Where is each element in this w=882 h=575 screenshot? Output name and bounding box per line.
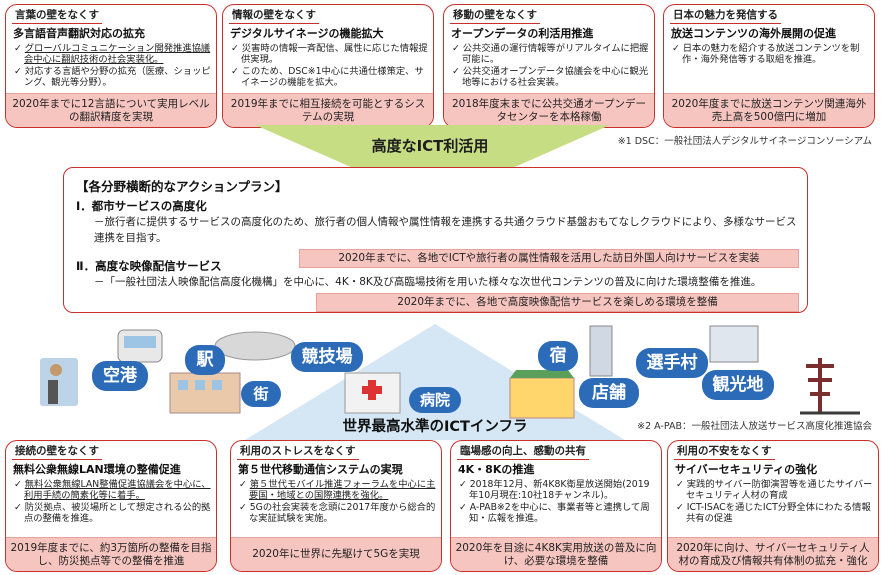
wall-stress: 利用のストレスをなくす 第５世代移動通信システムの実現 第５世代モバイル推進フォ… [230,440,442,572]
wall-goal: 2020年度までに放送コンテンツ関連海外売上高を500億円に増加 [664,93,874,127]
infra-label: 世界最高水準のICTインフラ [342,419,528,435]
wall-title: 4K・8Kの推進 [458,463,535,476]
pagoda-icon [806,358,834,413]
wall-items: 日本の魅力を紹介する放送コンテンツを制作・海外発信等する取組を推進。 [672,43,870,66]
village-icon [709,325,759,363]
shop-icon [509,377,575,419]
wall-item: 実践的サイバー防御演習等を通じたサイバーセキュリティ人材の育成 [676,479,874,502]
wall-item: 災害時の情報一斉配信、属性に応じた情報提供実現。 [231,43,429,66]
wall-goal: 2020年を目途に4K8K実用放送の普及に向け、必要な環境を整備 [451,537,661,571]
hotel-icon [589,325,613,377]
wall-tag: 日本の魅力を発信する [670,9,781,24]
place-sightseeing: 観光地 [702,370,774,400]
wall-security: 利用の不安をなくす サイバーセキュリティの強化 実践的サイバー防御演習等を通じた… [667,440,879,572]
wall-tag: 利用のストレスをなくす [237,445,359,460]
wall-item: 公共交通オープンデータ協議会を中心に観光地等における社会実装。 [452,66,650,89]
wall-information: 情報の壁をなくす デジタルサイネージの機能拡大 災害時の情報一斉配信、属性に応じ… [222,4,434,128]
wall-title: オープンデータの利活用推進 [451,27,594,40]
action-plan-title: 【各分野横断的なアクションプラン】 [76,179,288,194]
section-title-urban: Ⅰ．都市サービスの高度化 [76,199,207,213]
section-title-video: Ⅱ．高度な映像配信サービス [76,259,222,273]
section-desc-video: －「一般社団法人映像配信高度化機構」を中心に、4K・8K及び高臨場技術を用いた様… [94,276,762,288]
place-airport: 空港 [92,361,148,391]
wall-tag: 接続の壁をなくす [12,445,102,460]
wall-movement: 移動の壁をなくす オープンデータの利活用推進 公共交通の運行情報等がリアルタイム… [443,4,655,128]
wall-item: A-PAB※2を中心に、事業者等と連携して周知・広報を推進。 [459,502,657,525]
wall-item: 対応する言語や分野の拡充（医療、ショッピング、観光等分野）。 [14,66,212,89]
ict-utilization-arrow [255,125,610,203]
place-athletes-village: 選手村 [636,348,708,378]
wall-goal: 2020年に世界に先駆けて5Gを実現 [231,537,441,571]
wall-charm: 日本の魅力を発信する 放送コンテンツの海外展開の促進 日本の魅力を紹介する放送コ… [663,4,875,128]
footnote-dsc: ※1 DSC：一般社団法人デジタルサイネージコンソーシアム [617,136,872,147]
wall-title: デジタルサイネージの機能拡大 [230,27,384,40]
city-icon [169,372,241,414]
wall-item: 防災拠点、被災場所として想定される公的拠点の整備を推進。 [14,502,212,525]
wall-language: 言葉の壁をなくす 多言語音声翻訳対応の拡充 グローバルコミュニケーション開発推進… [5,4,217,128]
wall-title: 多言語音声翻訳対応の拡充 [13,27,145,40]
arrow-label: 高度なICT利活用 [371,137,489,155]
section-goal-urban: 2020年までに、各地でICTや旅行者の属性情報を活用した訪日外国人向けサービス… [299,249,799,268]
infra-illustration [40,324,860,440]
place-street: 街 [241,381,281,407]
stadium-icon [214,331,296,361]
wall-item: グローバルコミュニケーション開発推進協議会中心に翻訳技術の社会実装化。 [14,43,212,66]
wall-tag: 言葉の壁をなくす [12,9,102,24]
wall-goal: 2020年までに12言語について実用レベルの翻訳精度を実現 [6,93,216,127]
wall-title: サイバーセキュリティの強化 [675,463,818,476]
wall-item: このため、DSC※1中心に共通仕様策定、サイネージの機能を拡大。 [231,66,429,89]
place-stadium: 競技場 [291,342,363,372]
place-station: 駅 [185,345,225,375]
section-desc-urban: －旅行者に提供するサービスの高度化のため、旅行者の個人情報や属性情報を連携する共… [94,216,797,244]
wall-tag: 移動の壁をなくす [450,9,540,24]
wall-items: グローバルコミュニケーション開発推進協議会中心に翻訳技術の社会実装化。 対応する… [14,43,212,89]
wall-goal: 2018年度末までに公共交通オープンデータセンターを本格稼働 [444,93,654,127]
wall-items: 2018年12月、新4K8K衛星放送開始(2019年10月現在:10社18チャン… [459,479,657,525]
place-shop: 店舗 [579,378,639,408]
wall-connection: 接続の壁をなくす 無料公衆無線LAN環境の整備促進 無料公衆無線LAN整備促進協… [5,440,217,572]
wall-items: 公共交通の運行情報等がリアルタイムに把握可能に。 公共交通オープンデータ協議会を… [452,43,650,89]
wall-title: 第５世代移動通信システムの実現 [238,463,403,476]
wall-items: 第５世代モバイル推進フォーラムを中心に主要国・地域との国際連携を強化。 5Gの社… [239,479,437,525]
wall-item: 無料公衆無線LAN整備促進協議会を中心に、利用手続の簡素化等に着手。 [14,479,212,502]
wall-tag: 情報の壁をなくす [229,9,319,24]
wall-title: 無料公衆無線LAN環境の整備促進 [13,463,181,476]
footnote-apab: ※2 A-PAB：一般社団法人放送サービス高度化推進協会 [637,421,872,432]
arrow-shape [255,125,610,203]
wall-item: ICT-ISACを通じたICT分野全体にわたる情報共有の促進 [676,502,874,525]
wall-item: 2018年12月、新4K8K衛星放送開始(2019年10月現在:10社18チャン… [459,479,657,502]
wall-tag: 臨場感の向上、感動の共有 [457,445,589,460]
place-hospital: 病院 [409,387,461,413]
wall-items: 無料公衆無線LAN整備促進協議会を中心に、利用手続の簡素化等に着手。 防災拠点、… [14,479,212,525]
wall-goal: 2019年度までに、約3万箇所の整備を目指し、防災拠点等での整備を推進 [6,537,216,571]
wall-presence: 臨場感の向上、感動の共有 4K・8Kの推進 2018年12月、新4K8K衛星放送… [450,440,662,572]
wall-item: 日本の魅力を紹介する放送コンテンツを制作・海外発信等する取組を推進。 [672,43,870,66]
wall-goal: 2020年に向け、サイバーセキュリティ人材の育成及び情報共有体制の拡充・強化 [668,537,878,571]
wall-item: 第５世代モバイル推進フォーラムを中心に主要国・地域との国際連携を強化。 [239,479,437,502]
wall-tag: 利用の不安をなくす [674,445,775,460]
wall-items: 実践的サイバー防御演習等を通じたサイバーセキュリティ人材の育成 ICT-ISAC… [676,479,874,525]
place-hotel: 宿 [538,341,578,371]
wall-title: 放送コンテンツの海外展開の促進 [671,27,836,40]
wall-item: 公共交通の運行情報等がリアルタイムに把握可能に。 [452,43,650,66]
action-plan-box: 【各分野横断的なアクションプラン】 Ⅰ．都市サービスの高度化 －旅行者に提供する… [63,167,808,313]
wall-items: 災害時の情報一斉配信、属性に応じた情報提供実現。 このため、DSC※1中心に共通… [231,43,429,89]
wall-goal: 2019年までに相互接続を可能とするシステムの実現 [223,93,433,127]
section-goal-video: 2020年までに、各地で高度映像配信サービスを楽しめる環境を整備 [316,293,799,312]
wall-item: 5Gの社会実装を念頭に2017年度から総合的な実証試験を実施。 [239,502,437,525]
